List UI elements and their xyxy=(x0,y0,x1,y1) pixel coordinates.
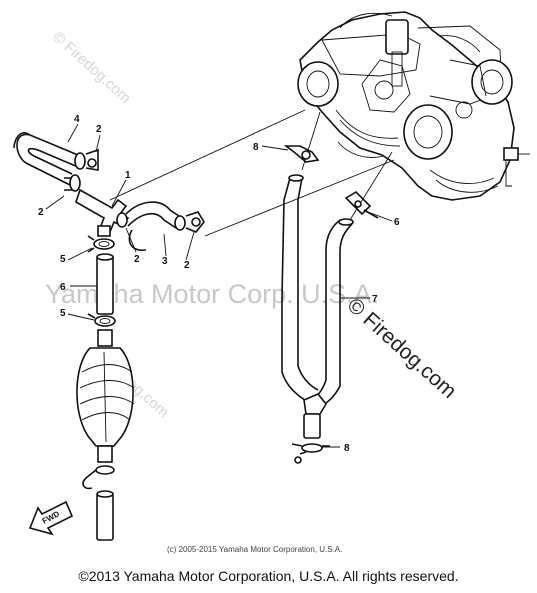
leader-lines xyxy=(109,109,395,237)
clamp-lower xyxy=(82,465,115,490)
callout-3: 3 xyxy=(162,256,168,267)
callout-leaders xyxy=(45,123,393,448)
clamp-part-8-upper xyxy=(283,145,320,163)
clamp-part-2-upper xyxy=(74,148,99,171)
callout-6-right: 6 xyxy=(394,217,400,228)
watermark-firedog-faint-top: © Firedog.com xyxy=(49,28,134,107)
footer-copyright: ©2013 Yamaha Motor Corporation, U.S.A. A… xyxy=(78,568,459,584)
callouts: 4 2 2 1 2 3 2 5 6 5 8 6 7 8 xyxy=(38,114,400,454)
clamp-part-5-lower xyxy=(87,313,116,327)
callout-5-upper: 5 xyxy=(60,254,66,265)
carburetor-assembly xyxy=(297,11,530,201)
callout-8-lower: 8 xyxy=(344,443,350,454)
callout-8-upper: 8 xyxy=(253,142,259,153)
hose-lower xyxy=(96,490,114,541)
callout-2-left: 2 xyxy=(38,207,44,218)
clamp-part-2-left xyxy=(64,174,81,192)
clamp-part-8-right xyxy=(344,190,379,219)
watermark-yamaha: Yamaha Motor Corp. U.S.A. xyxy=(45,279,379,309)
callout-2-right: 2 xyxy=(184,260,190,271)
clamp-part-5-upper xyxy=(87,235,115,253)
hose-loop-part-4 xyxy=(13,132,79,187)
hose-part-6 xyxy=(96,253,114,315)
callout-2-upper: 2 xyxy=(96,124,102,135)
callout-1: 1 xyxy=(125,170,131,181)
hose-joint-bottom xyxy=(303,393,327,439)
primer-bulb xyxy=(76,329,135,463)
small-copyright: (c) 2005-2015 Yamaha Motor Corporation, … xyxy=(167,545,342,554)
callout-5-lower: 5 xyxy=(60,308,66,319)
callout-6-left: 6 xyxy=(60,282,66,293)
clamp-part-2-right xyxy=(185,211,205,233)
callout-7: 7 xyxy=(372,294,378,305)
clamp-part-8-lower xyxy=(291,443,330,464)
callout-2-mid: 2 xyxy=(134,254,140,265)
hose-part-7-right xyxy=(307,218,354,409)
callout-4: 4 xyxy=(74,114,80,125)
watermark-firedog-big: © Firedog.com xyxy=(343,294,461,403)
hose-s-part-3 xyxy=(116,201,186,251)
fwd-arrow: FWD xyxy=(28,500,74,536)
